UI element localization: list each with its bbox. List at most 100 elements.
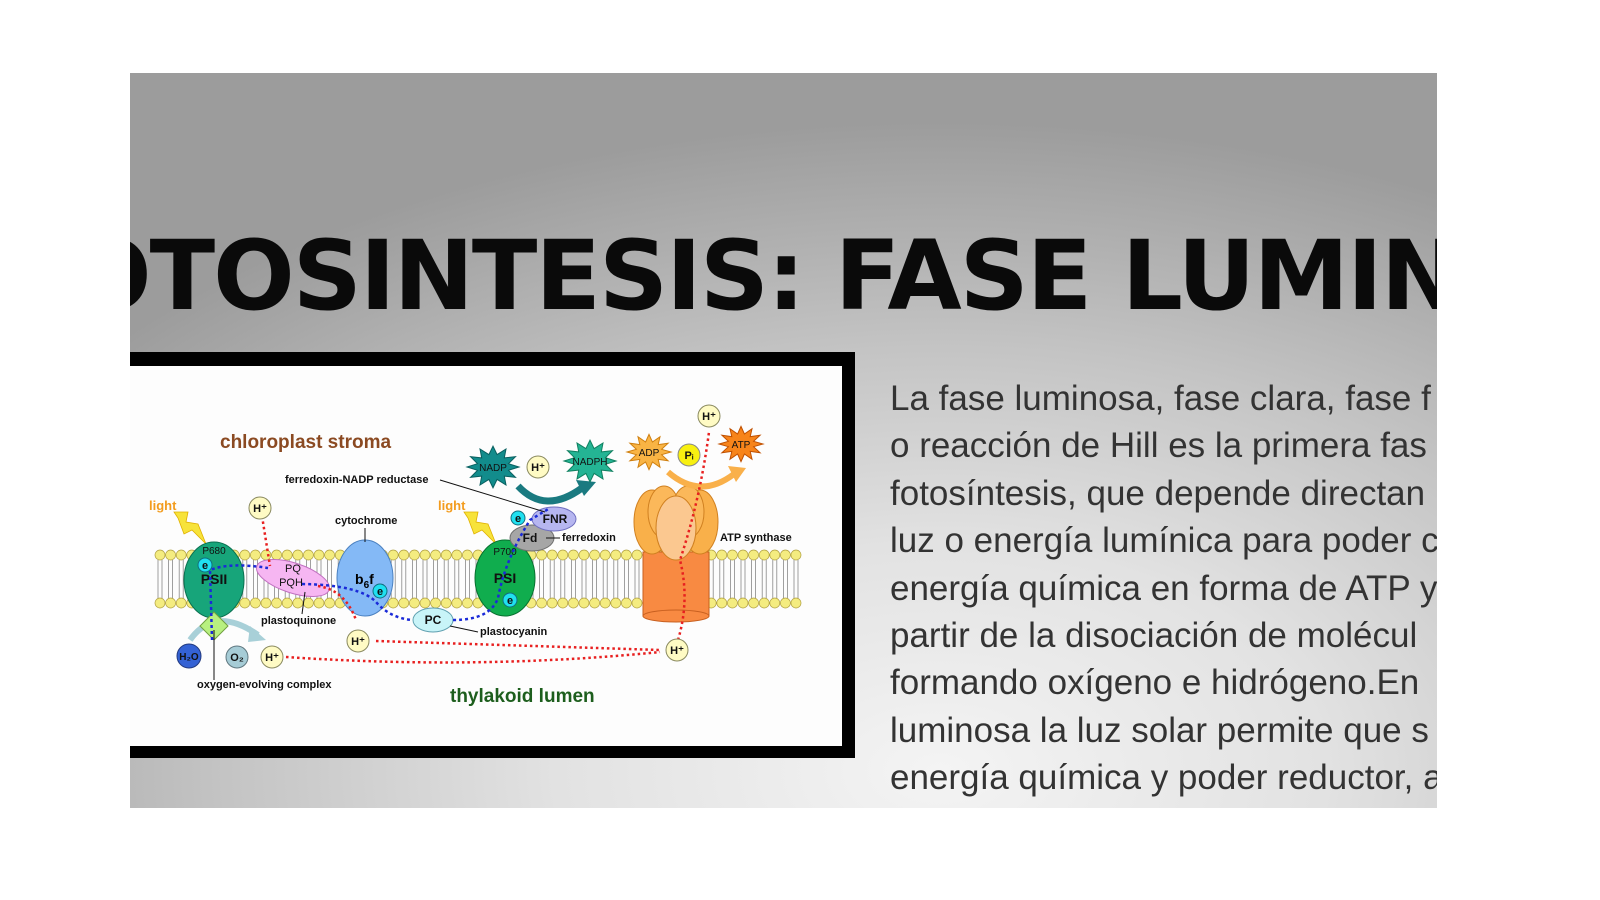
nadph-arrow: [515, 483, 585, 505]
diagram-frame: chloroplast stroma thylakoid lumen light…: [130, 352, 855, 758]
pi-label: Pᵢ: [685, 450, 694, 462]
lipid-head: [165, 549, 176, 561]
text-line: formando oxígeno e hidrógeno.En: [890, 663, 1420, 703]
lipid-head: [737, 597, 749, 609]
proton: H⁺: [697, 404, 721, 428]
atp-star: [717, 425, 765, 463]
lipid-head: [631, 597, 643, 609]
lipid-head: [557, 549, 569, 561]
light-label: light: [438, 498, 466, 513]
electron-label: e: [202, 560, 208, 572]
proton-label: H⁺: [531, 462, 545, 474]
lipid-head: [737, 549, 749, 561]
lipid-head: [419, 549, 431, 561]
lipid-head: [780, 549, 791, 561]
oec-label: oxygen-evolving complex: [197, 679, 332, 691]
stroma-label: chloroplast stroma: [220, 432, 391, 453]
nadp-star: [465, 445, 521, 489]
lipid-head: [175, 549, 187, 561]
h2o-label: H₂O: [179, 652, 199, 663]
lipid-head: [440, 597, 452, 609]
light-label: light: [149, 498, 177, 513]
lipid-head: [409, 597, 420, 609]
lipid-head: [599, 549, 611, 561]
proton-label: H⁺: [351, 636, 365, 648]
lipid-head: [239, 549, 251, 561]
text-line: luminosa la luz solar permite que s: [890, 710, 1429, 750]
p700-label: P700: [493, 547, 517, 558]
lipid-head: [557, 597, 569, 609]
cytochrome-b6f: [336, 539, 394, 617]
adp-star: [625, 433, 673, 471]
lipid-head: [769, 549, 781, 561]
text-line: energía química y poder reductor, a: [890, 758, 1437, 798]
lipid-head: [790, 549, 802, 561]
lipid-head: [758, 549, 770, 561]
lipid-head: [175, 597, 187, 609]
electron-label: e: [377, 586, 383, 598]
atp-synthase: [633, 485, 719, 623]
lipid-head: [621, 549, 632, 561]
text-line: o reacción de Hill es la primera fas: [890, 426, 1427, 466]
lipid-head: [398, 549, 410, 561]
lipid-head: [536, 597, 547, 609]
plastocyanin-label: plastocyanin: [480, 626, 548, 638]
proton: H⁺: [526, 455, 550, 479]
lipid-head: [239, 597, 251, 609]
lipid-head: [727, 549, 738, 561]
lipid-head: [790, 597, 802, 609]
lipid-head: [271, 549, 282, 561]
fnr-label: FNR: [543, 512, 568, 526]
lumen-label: thylakoid lumen: [450, 686, 595, 707]
lipid-head: [568, 597, 579, 609]
lipid-head: [451, 549, 463, 561]
nadph-star: [562, 439, 618, 483]
lipid-head: [716, 549, 728, 561]
text-line: partir de la disociación de molécul: [890, 616, 1418, 656]
text-line: energía química en forma de ATP y: [890, 568, 1437, 608]
lipid-head: [462, 597, 473, 609]
lipid-head: [154, 597, 166, 609]
lipid-head: [758, 597, 770, 609]
lipid-head: [292, 597, 304, 609]
lipid-head: [599, 597, 611, 609]
lipid-head: [578, 549, 590, 561]
pc-label: PC: [425, 613, 442, 627]
fd-label: Fd: [523, 531, 538, 545]
lipid-head: [748, 549, 759, 561]
lightning-icon: [173, 511, 207, 545]
lipid-head: [716, 597, 728, 609]
oxygen-molecule: [225, 645, 249, 669]
proton-label: H⁺: [265, 652, 279, 664]
arrowhead: [248, 626, 266, 642]
lipid-head: [536, 549, 547, 561]
proton: H⁺: [665, 638, 689, 662]
lipid-head: [568, 549, 579, 561]
lipid-head: [154, 549, 166, 561]
p680-label: P680: [202, 546, 226, 557]
slide: OTOSINTESIS: FASE LUMINOS chloroplast st…: [130, 73, 1437, 808]
nadph-label: NADPH: [572, 457, 607, 468]
electron-label: e: [515, 513, 521, 525]
atp-arrow: [666, 469, 736, 490]
atp-synthase-label: ATP synthase: [720, 532, 792, 544]
o2-label: O₂: [230, 652, 244, 664]
lipid-head: [610, 597, 622, 609]
electron: e: [510, 510, 526, 526]
lipid-head: [440, 549, 452, 561]
lipid-head: [462, 549, 473, 561]
psi-label: PSI: [494, 570, 517, 586]
lipid-head: [387, 597, 399, 609]
adp-label: ADP: [639, 448, 660, 459]
fnr-full-label: ferredoxin-NADP reductase: [285, 474, 428, 486]
lipid-head: [398, 597, 410, 609]
nadp-label: NADP: [479, 463, 507, 474]
lipid-head: [578, 597, 590, 609]
proton: H⁺: [346, 629, 370, 653]
text-line: fotosíntesis, que depende directan: [890, 473, 1426, 513]
psii-label: PSII: [201, 571, 227, 587]
lipid-head: [430, 597, 441, 609]
slide-title: OTOSINTESIS: FASE LUMINOS: [130, 220, 1437, 332]
light-reaction-diagram: chloroplast stroma thylakoid lumen light…: [130, 366, 842, 746]
text-line: luz o energía lumínica para poder c: [890, 521, 1437, 561]
